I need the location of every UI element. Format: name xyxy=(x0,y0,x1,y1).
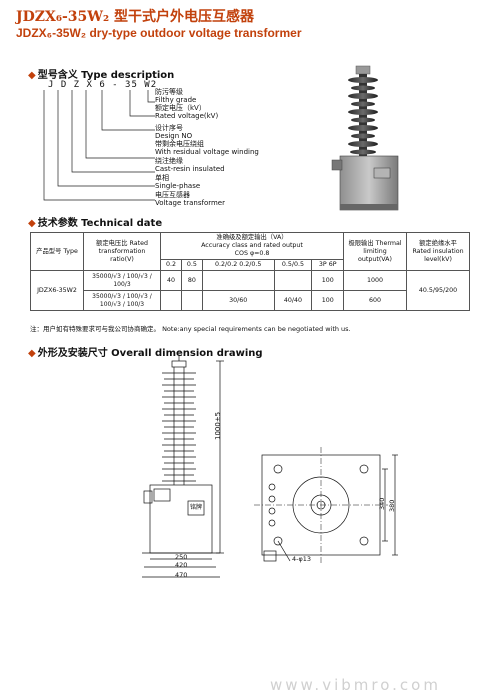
dim-380-label: 380 xyxy=(388,499,396,512)
dim-340-label: 340 xyxy=(378,497,386,510)
cell-r1-c2: 80 xyxy=(180,270,203,291)
technical-table: 产品型号 Type 额定电压比 Rated transformation rat… xyxy=(30,232,470,311)
th-class-5: 3P 6P xyxy=(311,259,344,271)
dimension-heading: ◆外形及安装尺寸 Overall dimension drawing xyxy=(28,348,263,359)
desc-single-cn: 单相 xyxy=(155,174,169,182)
dim-base-width-label: 250 xyxy=(175,553,188,561)
watermark: www.vibmro.com xyxy=(270,676,441,694)
th-accuracy-en: Accuracy class and rated output xyxy=(201,242,303,249)
cell-r1-c1: 40 xyxy=(160,270,182,291)
product-photo xyxy=(331,65,399,211)
desc-residual-cn: 带剩余电压绕组 xyxy=(155,140,204,148)
table-subheader-row: 0.2 0.5 0.2/0.2 0.2/0.5 0.5/0.5 3P 6P xyxy=(31,259,470,271)
model-code: J D Z X 6 - 35 W2 xyxy=(48,80,158,90)
cell-r2-c5: 100 xyxy=(311,290,344,311)
type-description-leader-lines xyxy=(43,90,155,201)
dim-holes-label: 4-φ13 xyxy=(292,555,312,563)
dim-total-width-label: 470 xyxy=(175,571,188,579)
desc-cast-cn: 绕注绝缘 xyxy=(155,157,183,165)
table-row: 35000/√3 / 100/√3 / 100/√3 / 100/3 30/60… xyxy=(31,290,470,311)
cell-r2-c2 xyxy=(180,290,203,311)
desc-cast-en: Cast-resin insulated xyxy=(155,165,225,173)
desc-residual-en: With residual voltage winding xyxy=(155,148,259,156)
th-accuracy-cn: 准确级及额定输出（VA） xyxy=(216,234,288,241)
diamond-bullet-icon: ◆ xyxy=(28,218,36,229)
desc-filthy-cn: 防污等级 xyxy=(155,88,183,96)
desc-filthy-en: Filthy grade xyxy=(155,96,197,104)
desc-design-cn: 设计序号 xyxy=(155,124,183,132)
dim-mid-width-label: 420 xyxy=(175,561,188,569)
desc-vt-en: Voltage transformer xyxy=(155,199,225,207)
cell-r1-c5: 100 xyxy=(311,270,344,291)
desc-voltage-cn: 额定电压（kV） xyxy=(155,104,206,112)
cell-r2-c1 xyxy=(160,290,182,311)
th-type: 产品型号 Type xyxy=(30,232,84,271)
cell-model: JDZX6-35W2 xyxy=(30,270,84,311)
dimension-drawing xyxy=(142,355,398,578)
page-title: JDZX₆-35W₂ 型干式户外电压互感器 xyxy=(16,9,254,25)
cell-r1-c3 xyxy=(201,270,275,291)
table-header-row: 产品型号 Type 额定电压比 Rated transformation rat… xyxy=(30,232,470,271)
desc-vt-cn: 电压互感器 xyxy=(155,191,190,199)
th-class-4: 0.5/0.5 xyxy=(273,259,313,271)
table-row: JDZX6-35W2 35000/√3 / 100/√3 / 100/3 40 … xyxy=(30,270,470,311)
desc-design-en: Design NO xyxy=(155,132,193,140)
th-accuracy: 准确级及额定输出（VA） Accuracy class and rated ou… xyxy=(160,232,344,260)
cell-r1-c4 xyxy=(273,270,313,291)
th-ratio: 额定电压比 Rated transformation ratio(V) xyxy=(83,232,161,271)
desc-single-en: Single-phase xyxy=(155,182,201,190)
cell-ratio-2: 35000/√3 / 100/√3 / 100/√3 / 100/3 xyxy=(83,290,161,311)
th-class-1: 0.2 xyxy=(160,259,182,271)
th-thermal: 极限输出 Thermal limiting output(VA) xyxy=(343,232,407,271)
th-insulation: 额定绝缘水平 Rated insulation level(kV) xyxy=(406,232,470,271)
dim-height-label: 1000±5 xyxy=(214,411,222,440)
table-note: 注：用户如有特殊要求可与我公司协商确定。 Note:any special re… xyxy=(30,325,351,333)
cell-r2-thermal: 600 xyxy=(343,290,407,311)
cell-r2-c3: 30/60 xyxy=(201,290,275,311)
nameplate-label: 铭牌 xyxy=(190,504,203,511)
diamond-bullet-icon: ◆ xyxy=(28,70,36,81)
cell-ratio-1: 35000/√3 / 100/√3 / 100/3 xyxy=(83,270,161,291)
type-description-heading: ◆型号含义 Type description xyxy=(28,70,175,81)
technical-heading: ◆技术参数 Technical date xyxy=(28,218,163,229)
cell-r2-c4: 40/40 xyxy=(273,290,313,311)
cell-r1-thermal: 1000 xyxy=(343,270,407,291)
th-class-2: 0.5 xyxy=(180,259,203,271)
diamond-bullet-icon: ◆ xyxy=(28,348,36,359)
page-subtitle: JDZX₆-35W₂ dry-type outdoor voltage tran… xyxy=(16,26,302,40)
th-cos: COS φ=0.8 xyxy=(234,250,270,257)
desc-voltage-en: Rated voltage(kV) xyxy=(155,112,219,120)
th-class-3: 0.2/0.2 0.2/0.5 xyxy=(201,259,275,271)
cell-insulation: 40.5/95/200 xyxy=(406,270,470,311)
